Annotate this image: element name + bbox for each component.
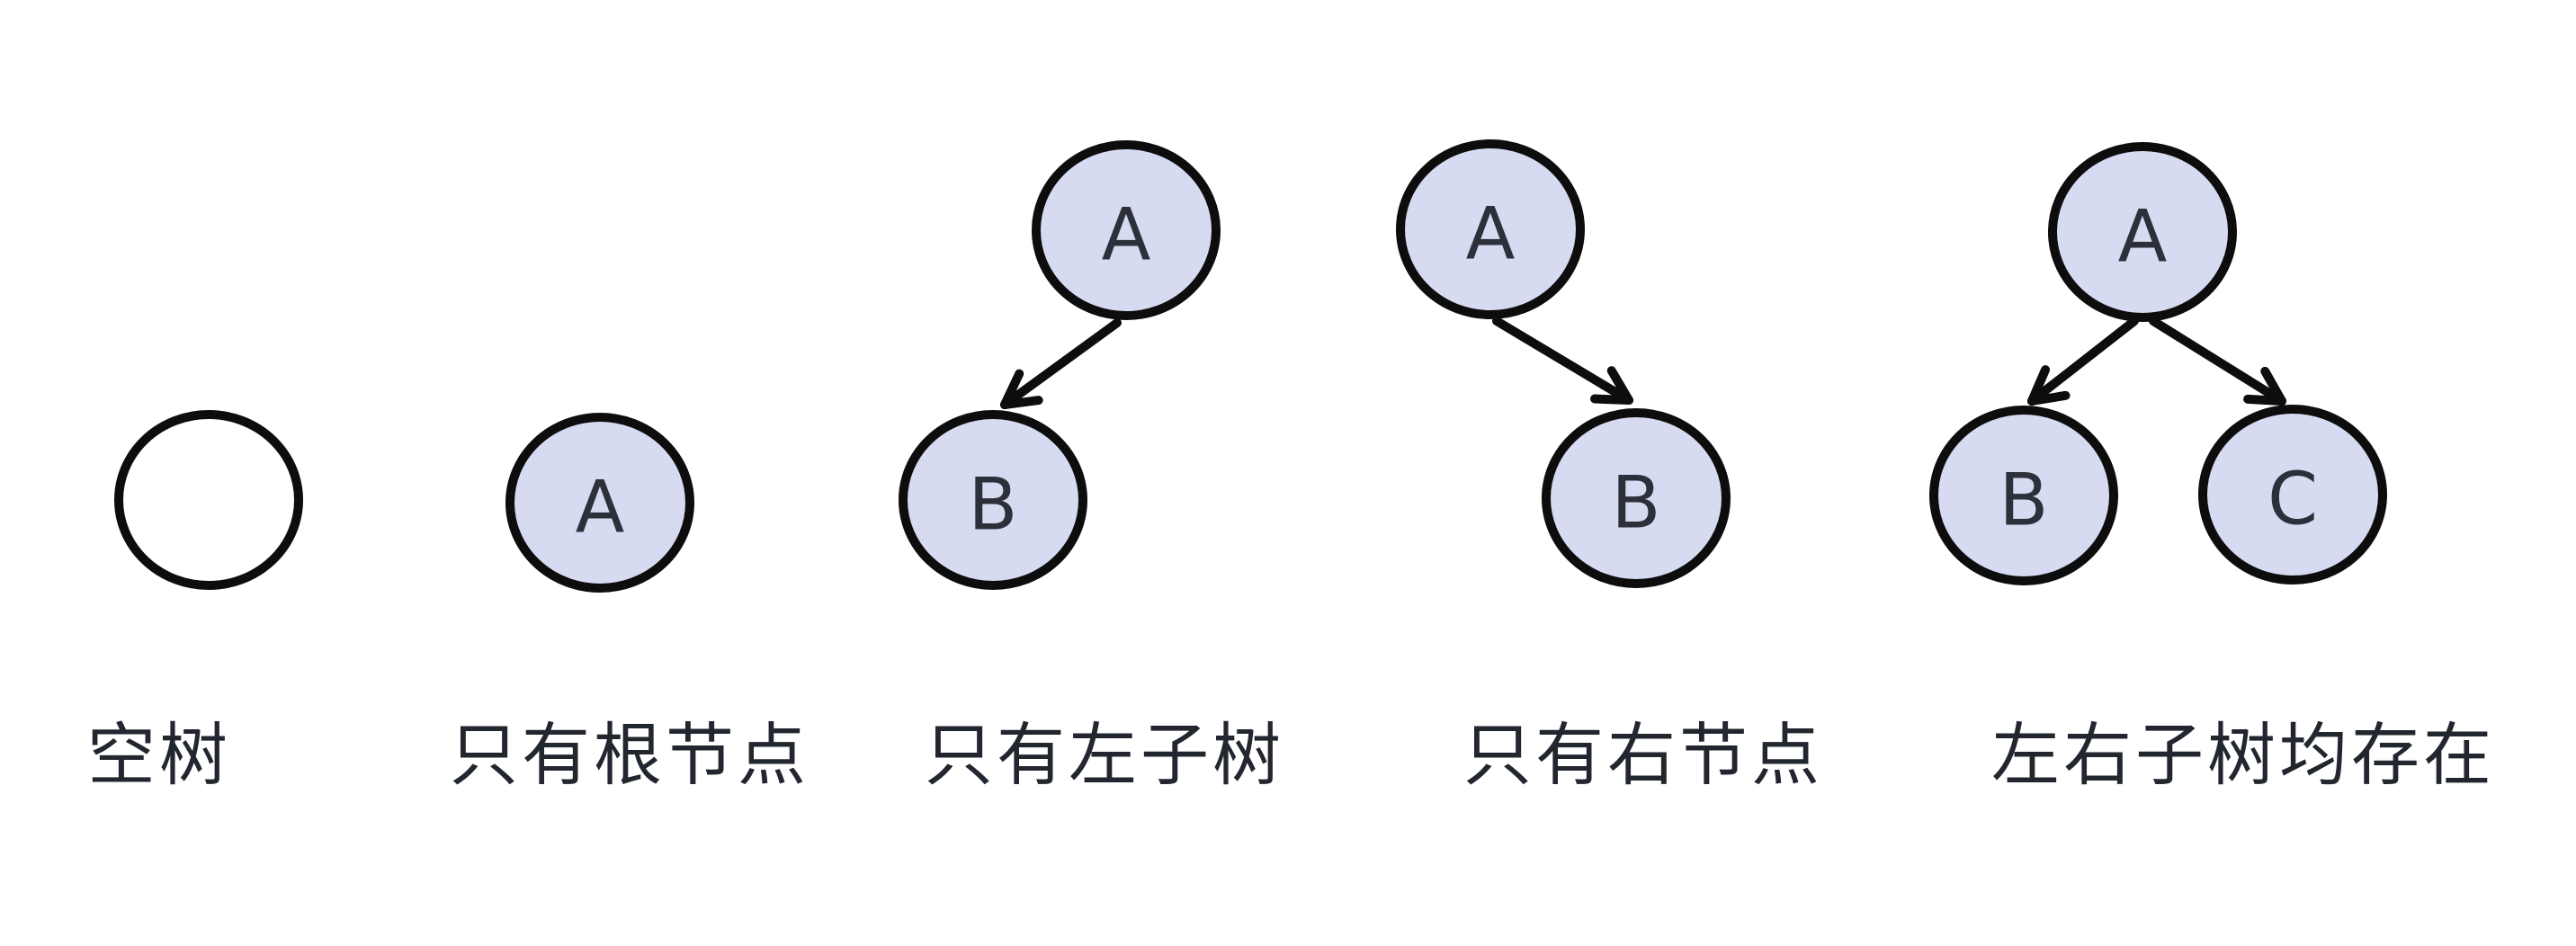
edge-arrow: [1606, 366, 1633, 405]
tree-4: A B 只有右节点: [1396, 139, 1823, 795]
tree-caption-4: 只有右节点: [1463, 715, 1823, 795]
edge-arrow: [2260, 366, 2286, 406]
edge-arrow: [2027, 317, 2139, 406]
edge-arrow: [1000, 396, 1043, 409]
tree-node-circle-A: [1396, 139, 1585, 319]
edge-arrow: [1000, 369, 1024, 409]
node-label-A: A: [576, 465, 625, 549]
tree-node-circle-B: [1929, 406, 2118, 585]
tree-5: A B C 左右子树均存在: [1929, 142, 2495, 795]
tree-node-circle-A: [505, 413, 694, 593]
node-label-A: A: [1466, 192, 1516, 275]
tree-caption-1: 空树: [87, 715, 231, 795]
node-label-C: C: [2267, 457, 2318, 540]
edge-arrow: [2243, 394, 2286, 406]
edge-arrow: [1000, 318, 1122, 409]
tree-1: 空树: [87, 410, 303, 795]
node-label-B: B: [1612, 460, 1661, 544]
tree-caption-3: 只有左子树: [925, 715, 1284, 795]
tree-node-circle-C: [2198, 405, 2387, 585]
edge-arrow: [2149, 317, 2286, 406]
tree-node-circle-A: [2048, 142, 2237, 322]
node-label-B: B: [969, 462, 1018, 546]
tree-node-circle-B: [1542, 408, 1731, 588]
node-label-A: A: [1102, 192, 1151, 276]
tree-2: A 只有根节点: [450, 413, 809, 795]
node-label-B: B: [1999, 458, 2049, 541]
tree-3: A B 只有左子树: [899, 140, 1284, 795]
empty-tree-node-circle: [114, 410, 303, 590]
tree-caption-2: 只有根节点: [450, 715, 809, 795]
tree-node-circle-B: [899, 410, 1087, 590]
tree-caption-5: 左右子树均存在: [1991, 715, 2495, 795]
node-label-A: A: [2118, 194, 2168, 278]
tree-node-circle-A: [1032, 140, 1221, 320]
edge-arrow: [1492, 317, 1633, 405]
edge-arrow: [1590, 394, 1633, 405]
edge-arrow: [2027, 365, 2051, 406]
edge-arrow: [2027, 390, 2071, 406]
